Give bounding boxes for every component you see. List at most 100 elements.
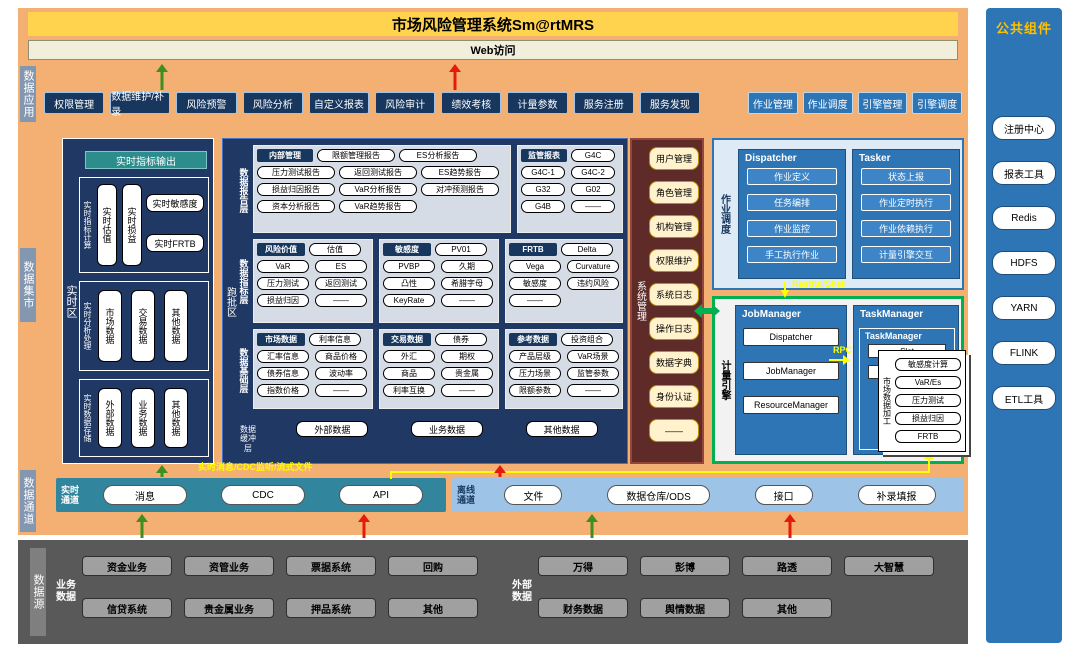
app-module-node: 服务发现 <box>639 92 701 114</box>
report-node: ES分析报告 <box>399 149 477 162</box>
trade-data-box: 交易数据 债券 外汇期权商品贵金属利率互换—— <box>379 329 499 409</box>
regulatory-row0: 监管报表 G4C <box>521 149 619 162</box>
diagram-node: 市场数据 <box>98 290 122 362</box>
foundation-node: 监管参数 <box>567 367 619 380</box>
report-node: 损益归因报告 <box>257 183 335 196</box>
task-card-node: 敏感度计算 <box>895 358 961 371</box>
restful-arrow-head <box>781 290 789 298</box>
report-node: G4B <box>521 200 565 213</box>
buffer-node: 业务数据 <box>410 421 483 437</box>
business-data-label: 业务数据 <box>56 580 76 603</box>
foundation-node: 投资组合 <box>561 333 613 346</box>
system-mgmt-node: 数据字典 <box>649 351 699 374</box>
foundation-node: 波动率 <box>315 367 367 380</box>
flow-arrow-up <box>784 514 796 538</box>
dispatcher-box: Dispatcher 作业定义任务编排作业监控手工执行作业 <box>738 149 846 279</box>
task-card-label: 市场数据加工 <box>882 377 892 425</box>
channel-node: 接口 <box>754 485 813 505</box>
rail-data-mart: 数据集市 <box>20 248 36 322</box>
system-mgmt-node: 系统日志 <box>649 283 699 306</box>
indicator-node: 敏感度 <box>509 277 561 290</box>
channel-node: API <box>339 485 423 505</box>
realtime-calc-label: 实时指标计算 <box>83 201 92 249</box>
foundation-node: 利率互换 <box>383 384 435 397</box>
indicator-node: Vega <box>509 260 561 273</box>
job-module-node: 引擎管理 <box>857 92 908 114</box>
foundation-node: 外汇 <box>383 350 435 363</box>
indicator-node: ES <box>315 260 367 273</box>
channel-node: 数据仓库/ODS <box>607 485 710 505</box>
report-node: 资本分析报告 <box>257 200 335 213</box>
diagram-node: 交易数据 <box>131 290 155 362</box>
data-source-block: 数据源 业务数据 资金业务资管业务票据系统回购 信贷系统贵金属业务押品系统其他 … <box>18 540 968 644</box>
foundation-node: 汇率信息 <box>257 350 309 363</box>
yellow-connector-drop <box>390 471 392 479</box>
flow-arrow-up <box>136 514 148 538</box>
indicator-node: —— <box>509 294 561 307</box>
report-node: 对冲预测报告 <box>421 183 499 196</box>
source-node: 回购 <box>388 556 478 576</box>
foundation-node: 期权 <box>441 350 493 363</box>
flow-arrow-up <box>156 465 168 477</box>
indicator-node: Curvature <box>567 260 619 273</box>
rail-data-channel: 数据通道 <box>20 470 36 532</box>
system-mgmt-node: 操作日志 <box>649 317 699 340</box>
foundation-node: —— <box>315 384 367 397</box>
source-node: 大智慧 <box>844 556 934 576</box>
internal-row2-items: 损益归因报告 VaR分析报告对冲预测报告 <box>257 183 507 196</box>
realtime-storage-label: 实时数据存储 <box>83 394 92 442</box>
component-node: 报表工具 <box>992 161 1056 185</box>
app-module-node: 服务注册 <box>573 92 634 114</box>
source-node: 资金业务 <box>82 556 172 576</box>
restful-arrow-shaft <box>784 282 786 290</box>
job-module-node: 引擎调度 <box>912 92 962 114</box>
application-module-row: 权限管理数据维护/补录风险预警风险分析自定义报表风险审计绩效考核计量参数服务注册… <box>44 92 701 118</box>
source-node: 其他 <box>388 598 478 618</box>
source-node: 信贷系统 <box>82 598 172 618</box>
report-node: G4C-2 <box>571 166 615 179</box>
report-node: G32 <box>521 183 565 196</box>
report-node: VaR趋势报告 <box>339 200 417 213</box>
system-mgmt-node: 机构管理 <box>649 215 699 238</box>
diagram-node: 其他数据 <box>164 388 188 448</box>
flow-arrow-up <box>156 64 168 90</box>
app-module-node: 权限管理 <box>44 92 105 114</box>
source-node: 彭博 <box>640 556 730 576</box>
indicator-node: 违约风险 <box>567 277 619 290</box>
realtime-calc-box: 实时指标计算 实时估值实时损益 实时敏感度实时FRTB <box>79 177 209 273</box>
report-node: G02 <box>571 183 615 196</box>
reference-data-header: 参考数据 <box>509 333 557 346</box>
report-node: 限额管理报告 <box>317 149 395 162</box>
yellow-connector-arrowhead <box>924 451 934 459</box>
restful-shell-label: Restful/Shell <box>792 279 847 289</box>
task-card-node: VaR/Es <box>895 376 961 389</box>
source-node: 路透 <box>742 556 832 576</box>
external-data-row2: 财务数据舆情数据其他 <box>538 598 832 618</box>
diagram-node: 业务数据 <box>131 388 155 448</box>
rpc-label: RPC <box>833 345 853 355</box>
report-node: G4C <box>571 149 615 162</box>
report-node: 压力测试报告 <box>257 166 335 179</box>
realtime-analysis-label: 实时分析处理 <box>83 302 92 350</box>
report-node: VaR分析报告 <box>339 183 417 196</box>
dispatcher-items: 作业定义任务编排作业监控手工执行作业 <box>739 168 845 263</box>
diagram-node: 外部数据 <box>98 388 122 448</box>
report-node: ES趋势报告 <box>421 166 499 179</box>
foundation-node: 产品层级 <box>509 350 561 363</box>
foundation-node: 压力场景 <box>509 367 561 380</box>
app-module-node: 绩效考核 <box>441 92 502 114</box>
